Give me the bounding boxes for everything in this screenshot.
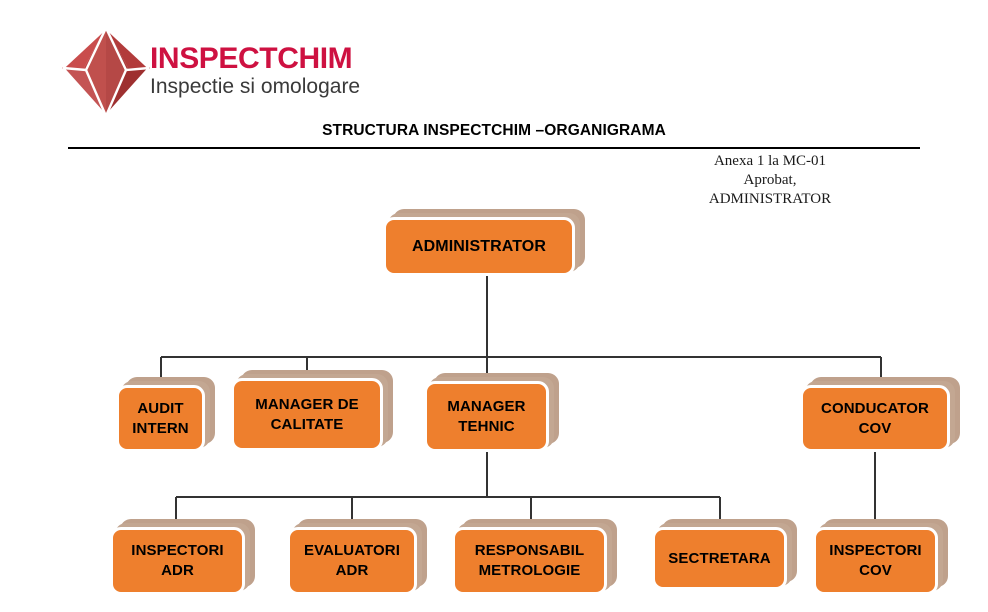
node-face: CONDUCATOR COV (800, 385, 950, 452)
page-title: STRUCTURA INSPECTCHIM –ORGANIGRAMA (322, 122, 666, 139)
node-face: MANAGER DE CALITATE (231, 378, 383, 451)
org-node-evaluatori-adr[interactable]: EVALUATORI ADR (287, 519, 427, 595)
node-face: ADMINISTRATOR (383, 217, 575, 276)
org-node-label: INSPECTORI ADR (131, 542, 224, 579)
company-logo: INSPECTCHIM Inspectie si omologare (54, 24, 474, 120)
org-node-label: MANAGER TEHNIC (447, 397, 526, 435)
approval-role: ADMINISTRATOR (708, 191, 832, 208)
approval-reference: Anexa 1 la MC-01 (713, 153, 827, 169)
org-node-administrator[interactable]: ADMINISTRATOR (383, 209, 585, 276)
node-face: RESPONSABIL METROLOGIE (452, 527, 607, 595)
org-node-label: INSPECTORI COV (829, 542, 922, 579)
org-node-manager-calitate[interactable]: MANAGER DE CALITATE (231, 370, 393, 451)
node-face: SECTRETARA (652, 527, 787, 590)
node-face: MANAGER TEHNIC (424, 381, 549, 452)
org-node-sectretara[interactable]: SECTRETARA (652, 519, 797, 590)
node-face: EVALUATORI ADR (287, 527, 417, 595)
org-node-conducator-cov[interactable]: CONDUCATOR COV (800, 377, 960, 452)
org-node-label: ADMINISTRATOR (411, 237, 547, 255)
org-node-label: MANAGER DE CALITATE (255, 395, 359, 433)
org-node-manager-tehnic[interactable]: MANAGER TEHNIC (424, 373, 559, 452)
org-node-label: CONDUCATOR COV (821, 399, 929, 437)
org-node-label: EVALUATORI ADR (303, 542, 400, 579)
org-node-label: RESPONSABIL METROLOGIE (474, 542, 585, 579)
node-face: INSPECTORI COV (813, 527, 938, 595)
org-node-inspectori-cov[interactable]: INSPECTORI COV (813, 519, 948, 595)
logo-wordmark: INSPECTCHIM Inspectie si omologare (150, 44, 470, 99)
brand-name: INSPECTCHIM (150, 42, 353, 75)
org-node-inspectori-adr[interactable]: INSPECTORI ADR (110, 519, 255, 595)
node-face: INSPECTORI ADR (110, 527, 245, 595)
org-node-audit-intern[interactable]: AUDIT INTERN (116, 377, 215, 452)
diamond-logo-icon (54, 24, 158, 120)
org-node-responsabil-metrologie[interactable]: RESPONSABIL METROLOGIE (452, 519, 617, 595)
approval-header: Anexa 1 la MC-01 Aprobat, ADMINISTRATOR (620, 152, 920, 209)
org-node-label: SECTRETARA (668, 549, 771, 567)
org-node-label: AUDIT INTERN (132, 399, 189, 437)
node-face: AUDIT INTERN (116, 385, 205, 452)
approval-label: Aprobat, (743, 172, 797, 189)
brand-tagline: Inspectie si omologare (150, 75, 361, 98)
title-divider (68, 147, 920, 149)
